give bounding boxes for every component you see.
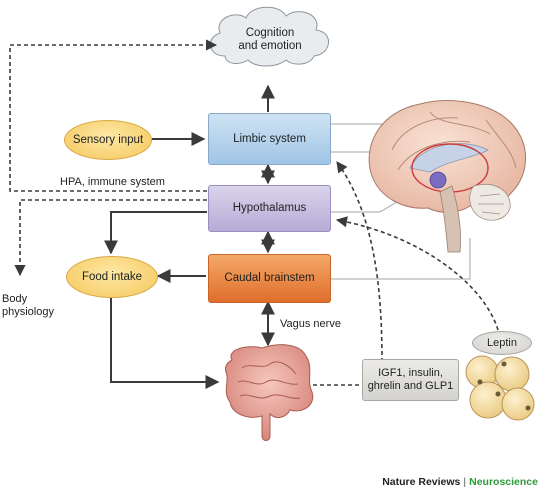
dashed-hpa-to-cognition — [9, 39, 218, 192]
arrow-hypothalamus-to-food — [104, 211, 207, 255]
arrow-food-to-gut — [110, 298, 220, 389]
brain-illustration — [368, 100, 526, 253]
cognition-cloud-shape — [210, 6, 329, 67]
journal-footer: Nature Reviews|Neuroscience — [382, 476, 538, 488]
hormones-node: IGF1, insulin, ghrelin and GLP1 — [362, 359, 459, 401]
footer-brand: Nature Reviews — [382, 476, 461, 488]
dashed-leptin-to-hypothalamus — [335, 216, 499, 331]
gut-illustration — [225, 344, 314, 441]
solid-arrows — [104, 84, 275, 389]
footer-separator: | — [463, 476, 467, 488]
caudal-brainstem-node: Caudal brainstem — [208, 254, 331, 303]
cognition-node: Cognition and emotion — [238, 27, 302, 52]
limbic-system-node: Limbic system — [208, 113, 331, 165]
food-intake-node: Food intake — [66, 256, 158, 298]
dashed-arrows — [9, 39, 499, 386]
adipocytes-illustration — [465, 355, 535, 421]
vagus-nerve-label: Vagus nerve — [280, 318, 341, 330]
sensory-input-node: Sensory input — [64, 120, 152, 160]
hpa-immune-label: HPA, immune system — [60, 176, 165, 188]
hypothalamus-node: Hypothalamus — [208, 185, 331, 232]
leptin-node: Leptin — [472, 331, 532, 355]
dashed-hormones-to-limbic — [336, 161, 383, 363]
footer-journal: Neuroscience — [469, 476, 538, 488]
body-physiology-label: Body physiology — [2, 293, 54, 318]
